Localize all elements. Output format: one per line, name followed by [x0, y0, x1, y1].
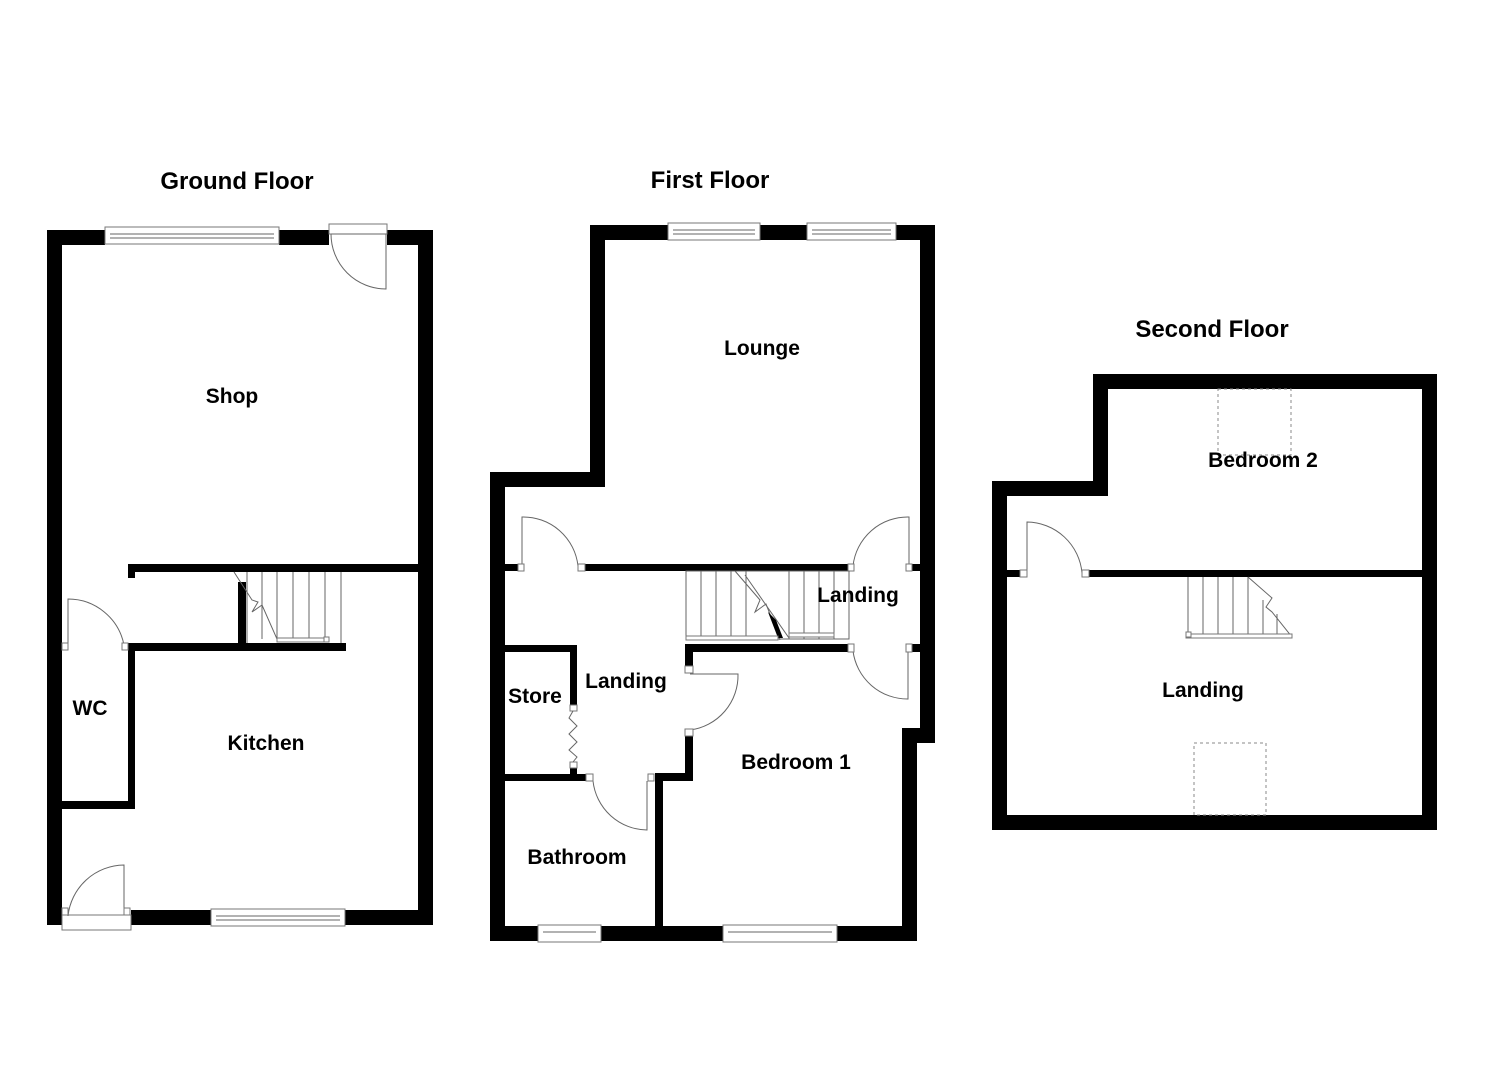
sf-stairs — [1185, 576, 1293, 639]
room-label-bathroom: Bathroom — [527, 846, 627, 869]
gf-wall-left — [47, 230, 62, 925]
room-label-bedroom-1: Bedroom 1 — [741, 751, 851, 774]
room-label-landing-upper: Landing — [817, 584, 899, 607]
gf-wall-shop-divider — [128, 564, 418, 572]
ff-store-bifold-door — [568, 710, 578, 763]
ground-floor-title: Ground Floor — [160, 168, 314, 195]
ff-bathroom-window — [537, 924, 602, 943]
room-label-lounge: Lounge — [724, 337, 800, 360]
ff-stairs — [685, 570, 850, 641]
room-label-shop: Shop — [205, 385, 259, 408]
ff-lounge-window-right — [806, 222, 897, 241]
room-label-landing-lower: Landing — [585, 670, 667, 693]
gf-wall-wc-bottom — [62, 801, 135, 809]
gf-wall-top-mid — [279, 230, 329, 245]
gf-wall-kitchen-top — [128, 643, 346, 651]
first-floor-plan — [490, 222, 935, 943]
ff-bathroom-door — [592, 780, 648, 831]
ground-floor-plan — [47, 223, 433, 931]
gf-wc-door — [67, 598, 125, 646]
gf-kitchen-door — [67, 864, 125, 917]
sf-bedroom2-door — [1026, 521, 1083, 574]
ff-lounge-door-right — [852, 516, 910, 567]
ff-bedroom1-window — [722, 924, 838, 943]
ff-bedroom1-door — [689, 673, 739, 731]
gf-wall-right — [418, 230, 433, 925]
room-label-bedroom-2: Bedroom 2 — [1208, 449, 1318, 472]
room-label-store: Store — [508, 685, 562, 708]
gf-stairs — [233, 571, 342, 643]
room-label-wc: WC — [72, 697, 108, 720]
room-label-landing-second: Landing — [1162, 679, 1244, 702]
gf-wall-wc-right — [128, 643, 135, 809]
gf-wall-bottom-left — [131, 910, 211, 925]
gf-shop-door — [330, 233, 387, 290]
ff-lounge-door-left — [521, 516, 579, 567]
ff-lounge-window-left — [667, 222, 761, 241]
gf-shop-window — [104, 226, 280, 245]
gf-wall-top-left — [47, 230, 105, 245]
gf-kitchen-window — [210, 908, 346, 927]
gf-wall-bottom-right — [345, 910, 433, 925]
sf-bedroom2-skylight — [1217, 388, 1292, 456]
ff-bedroom1-door-right — [852, 650, 909, 700]
second-floor-plan — [992, 374, 1437, 830]
room-label-kitchen: Kitchen — [227, 732, 305, 755]
second-floor-title: Second Floor — [1135, 316, 1289, 343]
sf-landing-skylight — [1193, 742, 1267, 816]
first-floor-title: First Floor — [650, 167, 770, 194]
